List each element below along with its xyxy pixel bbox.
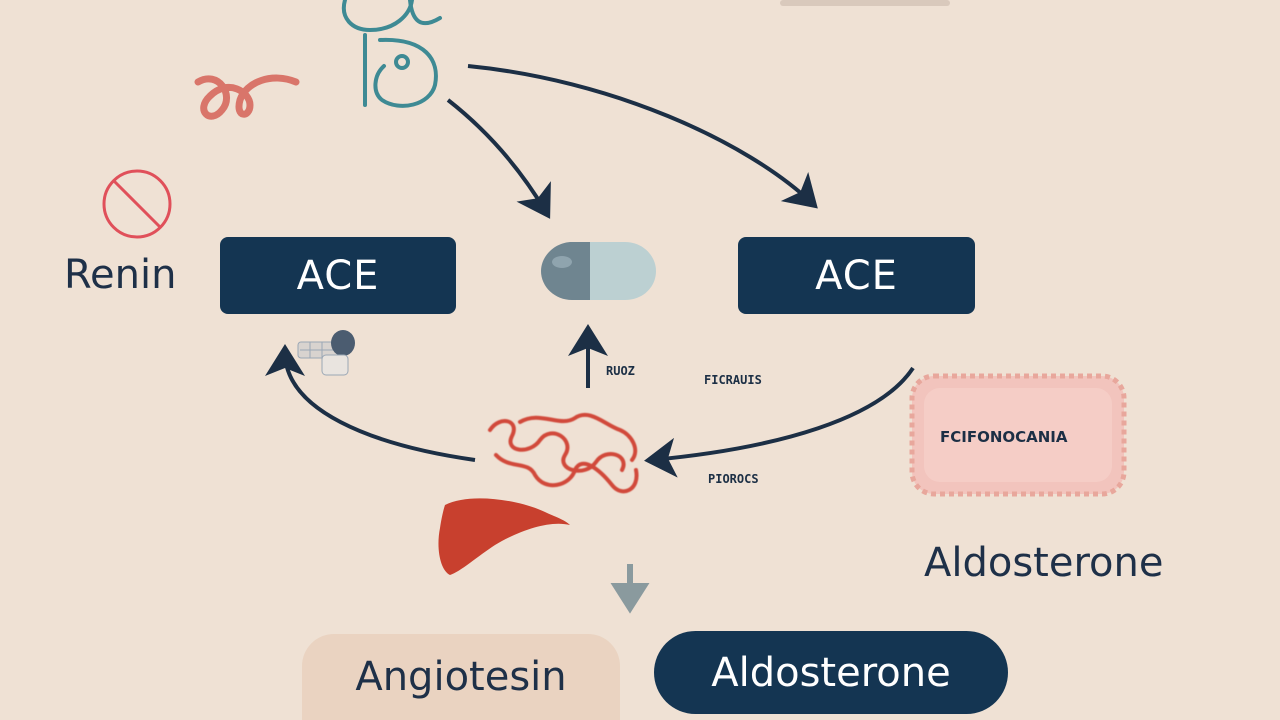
pink-patch-shape — [909, 373, 1127, 497]
protein-chain-icon — [488, 412, 639, 494]
angiotesin-pill: Angiotesin — [302, 634, 620, 720]
ficrauis-label: FICRAUIS — [704, 373, 762, 387]
renin-label: Renin — [64, 252, 177, 298]
capsule-pill-icon — [541, 242, 656, 300]
down-arrow-icon — [610, 564, 650, 614]
kidney-outline-icon — [341, 0, 442, 108]
pill-cluster-icon — [297, 330, 355, 376]
ace-left-label: ACE — [296, 252, 380, 299]
ace-right-box: ACE — [738, 237, 975, 314]
angiotesin-label: Angiotesin — [355, 654, 567, 700]
arrow-protein-to-renin — [265, 344, 476, 462]
arrow-ace-right-to-protein — [644, 366, 915, 478]
ace-left-box: ACE — [220, 237, 456, 314]
liver-icon — [438, 498, 570, 575]
arrow-kidney-to-pill — [446, 98, 551, 219]
arrow-kidney-to-ace-right — [467, 64, 818, 209]
patch-label: FCIFONOCANIA — [940, 428, 1068, 446]
ace-right-label: ACE — [815, 252, 898, 299]
top-faint-shape — [780, 0, 950, 6]
aldosterone-pill: Aldosterone — [654, 631, 1008, 714]
prohibited-icon — [102, 169, 172, 239]
dna-strand-icon — [194, 74, 300, 120]
aldosterone-right-label: Aldosterone — [924, 540, 1164, 586]
ruoz-label: RUOZ — [606, 364, 635, 378]
piorocs-label: PIOROCS — [708, 472, 759, 486]
aldosterone-pill-label: Aldosterone — [711, 649, 951, 696]
